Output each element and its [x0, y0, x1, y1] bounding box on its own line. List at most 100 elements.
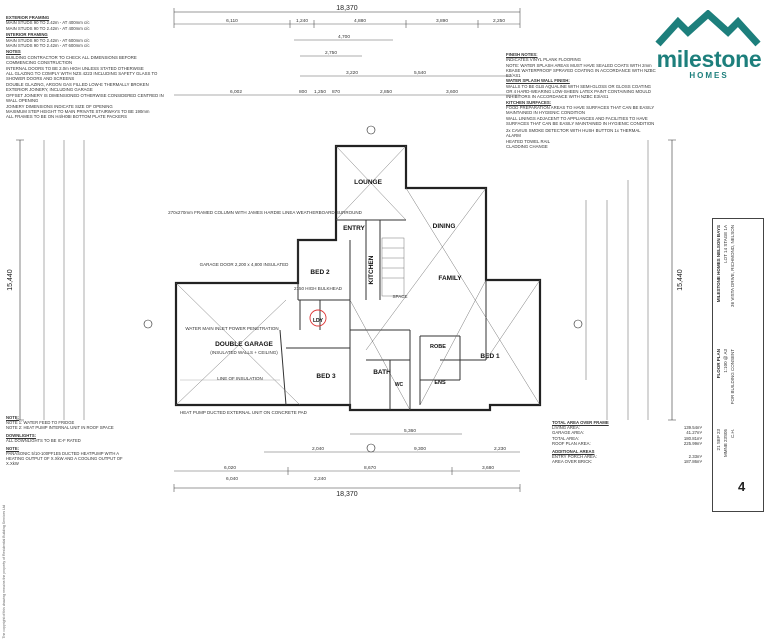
tb-drawn: C.H. — [730, 429, 735, 438]
garage-door-note: GARAGE DOOR 2,200 x 4,800 INSULATED — [200, 262, 289, 267]
area-value: 180.81m² — [683, 435, 702, 441]
note-line: INTERNAL DOORS TO BE 2.0m HIGH UNLESS ST… — [6, 65, 144, 71]
legend-title: WATER SPLASH WALL FINISH: — [506, 78, 570, 84]
area-value: 187.86m² — [683, 459, 702, 465]
room-bed1: BED 1 — [480, 353, 500, 360]
area-label: GARAGE AREA: — [552, 430, 585, 436]
side-note-line: ALL DOWNLIGHTS TO BE IC-F RATED — [6, 438, 81, 443]
area-value: 2.33m² — [688, 454, 702, 460]
heatpump-note: HEAT PUMP DUCTED EXTERNAL UNIT ON CONCRE… — [180, 410, 308, 415]
dim-label: 1,250 — [314, 89, 326, 95]
legend-line: WALLS TO BE GLB AQUALINE WITH SEMI-GLOSS… — [506, 83, 652, 100]
area-label: TOTAL AREA: — [552, 435, 580, 441]
copyright-note: The copyright of this drawing remains th… — [2, 505, 6, 639]
side-note-line: PANASONIC 5/10-100PF1E5 DUCTED HEATPUMP … — [6, 451, 123, 466]
note-line: JOINERY DIMENSIONS INDICATE SIZE OF OPEN… — [6, 103, 113, 109]
title-block: MILESTONE HOMES NELSON BAYS LOT 14 STAGE… — [712, 218, 764, 512]
area-row: LIVING AREA: 139.54m² — [552, 425, 702, 430]
area-row: AREA OVER BRICK: 187.86m² — [552, 459, 702, 464]
room-kitchen: KITCHEN — [368, 255, 375, 284]
line-of-insulation-label: LINE OF INSULATION — [217, 376, 262, 381]
dim-label: 2,750 — [325, 50, 337, 56]
tb-plan: FLOOR PLAN — [716, 349, 721, 379]
dim-label: 2,250 — [493, 18, 505, 24]
logo-wordmark: milestone — [656, 46, 762, 72]
dim-label: 800 — [299, 89, 307, 95]
tb-client: MILESTONE HOMES NELSON BAYS — [716, 225, 721, 303]
area-row: TOTAL AREA: 180.81m² — [552, 436, 702, 441]
area-title: TOTAL AREA OVER FRAME — [552, 420, 609, 425]
note-line: MAIN STUDS 90 TO 2.42m - AT 400mm c/c — [6, 25, 90, 31]
dim-label: 1,240 — [296, 18, 308, 24]
area-value: 139.54m² — [683, 425, 702, 431]
dim-left-overall: 15,440 — [7, 269, 14, 291]
tb-address: 36 VISTA DRIVE, RICHMOND, NELSON — [730, 225, 735, 307]
dim-label: 4,700 — [338, 34, 350, 40]
dim-label: 2,230 — [494, 446, 506, 452]
logo-subtitle: HOMES — [689, 71, 729, 80]
towel-rail-legend: HEATED TOWEL RAIL — [506, 138, 551, 144]
side-note-line: NOTE 2: HEAT PUMP INTERNAL UNIT IN ROOF … — [6, 425, 114, 430]
dim-label: 6,040 — [226, 476, 238, 482]
area-row: ENTRY PORCH AREA: 2.33m² — [552, 454, 702, 459]
room-bath: BATH — [373, 369, 391, 376]
side-note-title: NOTE: — [6, 446, 20, 451]
room-entry: ENTRY — [343, 225, 365, 232]
room-bed3: BED 3 — [316, 373, 336, 380]
space-label: SPACE — [393, 294, 408, 299]
note-line: MAXIMUM STEP HEIGHT TO MAIN PRIVATE STAI… — [6, 108, 150, 114]
dim-bottom-overall: 18,370 — [336, 491, 358, 498]
note-title-exterior: EXTERIOR FRAMING — [6, 15, 50, 20]
legend-line: NOTE: WATER SPLASH AREAS MUST HAVE SEALE… — [506, 62, 656, 79]
dim-label: 5,360 — [404, 428, 416, 434]
room-wc: WC — [395, 382, 404, 388]
laundry-highlight-icon — [309, 309, 327, 327]
area-label: LIVING AREA: — [552, 425, 580, 431]
room-family: FAMILY — [438, 275, 462, 282]
note-line: MAIN STUDS 90 TO 2.42m - AT 600mm c/c — [6, 43, 90, 49]
room-garage: DOUBLE GARAGE — [215, 341, 273, 348]
cladding-change-legend: CLADDING CHANGE — [506, 144, 548, 150]
dim-label: 5,540 — [414, 70, 426, 76]
dim-right-overall: 15,440 — [677, 269, 684, 291]
legend-line: INDICATES VINYL PLANK FLOORING — [506, 57, 581, 63]
dim-label: 6,020 — [224, 465, 236, 471]
floor-plan-drawing: 18,370 18,370 15,440 15,440 6,110 1,240 … — [7, 5, 684, 498]
area-row: ROOF PLAN AREA:225.99m² — [552, 441, 702, 446]
section-marker-icon — [143, 125, 583, 453]
side-note-title: DOWNLIGHTS: — [6, 433, 37, 438]
room-lounge: LOUNGE — [354, 179, 382, 186]
milestone-logo-icon — [655, 10, 761, 47]
area-label: ENTRY PORCH AREA: — [552, 454, 597, 460]
room-ens: ENS — [434, 380, 446, 386]
side-note-title: NOTE: — [6, 415, 20, 420]
dim-label: 3,220 — [346, 70, 358, 76]
water-main-note: WATER MAIN INLET POWER PENETRATION — [185, 326, 278, 331]
area-value: 41.27m² — [686, 430, 702, 436]
tb-lot: LOT 14 STAGE 1A — [723, 225, 728, 263]
dim-label: 8,670 — [364, 465, 376, 471]
floor-plan-sheet: EXTERIOR FRAMING MAIN STUDS 90 TO 2.42m … — [2, 5, 764, 639]
smoke-detector-legend: 2x CAVIUS SMOKE DETECTOR WITH HUSH BUTTO… — [506, 128, 641, 139]
note-line: OFFSET JOINERY IS DIMENSIONED OTHERWISE … — [6, 92, 164, 104]
room-dining: DINING — [433, 223, 456, 230]
area-schedule: TOTAL AREA OVER FRAME LIVING AREA: 139.54… — [552, 420, 702, 465]
area-title: ADDITIONAL AREAS — [552, 449, 595, 455]
note-line: ALL GLAZING TO COMPLY WITH NZS 4223 INCL… — [6, 71, 158, 82]
note-title-interior: INTERIOR FRAMING — [6, 32, 48, 38]
note-title-notes: NOTES — [6, 49, 21, 55]
dim-label: 4,880 — [354, 18, 366, 24]
tb-status: FOR BUILDING CONSENT — [730, 349, 735, 405]
garage-insulation-note: (INSULATED WALLS + CEILING) — [210, 350, 278, 355]
legend-title: FINISH NOTES: — [506, 52, 538, 57]
area-label: AREA OVER BRICK: — [552, 459, 593, 465]
tb-date: 21 SEP 23 — [716, 429, 721, 451]
dim-label: 2,240 — [314, 476, 326, 482]
tb-scale: 1:100 @ A3 — [723, 349, 728, 373]
note-line: ALL FRAMES TO BE ON H4/H0BI BOTTOM PLATE… — [6, 114, 127, 120]
tb-job: MMNB 23S05 — [723, 429, 728, 458]
column-note: 270x270mm FRAMED COLUMN WITH JAMES HARDI… — [168, 210, 362, 215]
note-line: MAIN STUDS 90 TO 2.42m - AT 600mm c/c — [6, 37, 90, 43]
bulkhead-note: 2150 HIGH BULKHEAD — [294, 286, 343, 291]
dim-label: 3,600 — [446, 89, 458, 95]
